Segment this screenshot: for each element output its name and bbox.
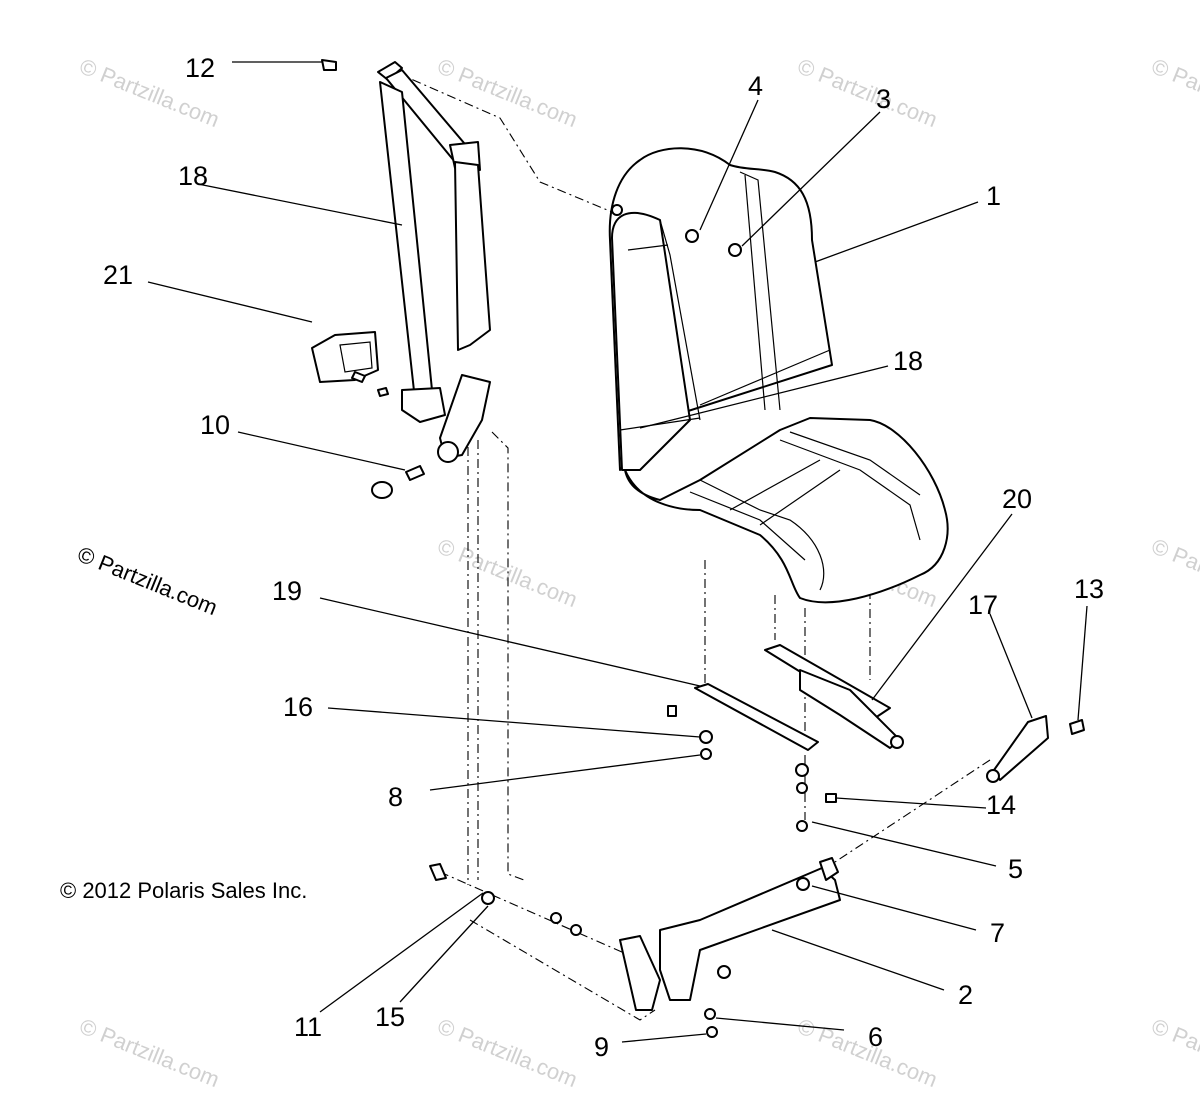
callout-11: 11 xyxy=(294,1012,322,1042)
callout-1: 1 xyxy=(986,181,1001,211)
seat-rails xyxy=(667,644,904,832)
callout-7: 7 xyxy=(990,918,1005,948)
callout-4: 4 xyxy=(748,71,763,101)
watermark: © Partzilla.com xyxy=(1148,1013,1200,1092)
watermark: © Partzilla.com xyxy=(434,1013,581,1092)
callouts: 12 18 21 10 4 3 1 18 20 19 17 13 16 8 14… xyxy=(103,53,1104,1062)
anchor-bolt-icon xyxy=(437,441,459,463)
callout-16: 16 xyxy=(283,692,313,722)
callout-19: 19 xyxy=(272,576,302,606)
callout-2: 2 xyxy=(958,980,973,1010)
callout-9: 9 xyxy=(594,1032,609,1062)
callout-18: 18 xyxy=(893,346,923,376)
callout-10: 10 xyxy=(200,410,230,440)
callout-6: 6 xyxy=(868,1022,883,1052)
callout-15: 15 xyxy=(375,1002,405,1032)
callout-20: 20 xyxy=(1002,484,1032,514)
leader-lines xyxy=(147,61,1088,1043)
callout-21: 21 xyxy=(103,260,133,290)
callout-13: 13 xyxy=(1074,574,1104,604)
callout-3: 3 xyxy=(876,84,891,114)
callout-5: 5 xyxy=(1008,854,1023,884)
callout-14: 14 xyxy=(986,790,1016,820)
callout-12: 12 xyxy=(185,53,215,83)
partzilla-mark: © Partzilla.com xyxy=(74,541,221,620)
seat-belt xyxy=(311,59,491,499)
callout-18: 18 xyxy=(178,161,208,191)
seat xyxy=(608,147,949,604)
watermark: © Partzilla.com xyxy=(434,53,581,132)
watermark: © Partzilla.com xyxy=(794,53,941,132)
callout-17: 17 xyxy=(968,590,998,620)
bracket-icon xyxy=(611,204,623,216)
assembly-lines xyxy=(394,71,991,1021)
copyright-text: © 2012 Polaris Sales Inc. xyxy=(60,878,307,903)
watermark: © Partzilla.com xyxy=(1148,53,1200,132)
mounting-bracket xyxy=(429,715,1085,1038)
bolt-icon xyxy=(728,243,742,257)
watermark: © Partzilla.com xyxy=(76,1013,223,1092)
watermark: © Partzilla.com xyxy=(1148,533,1200,612)
nut-icon xyxy=(685,229,699,243)
callout-8: 8 xyxy=(388,782,403,812)
